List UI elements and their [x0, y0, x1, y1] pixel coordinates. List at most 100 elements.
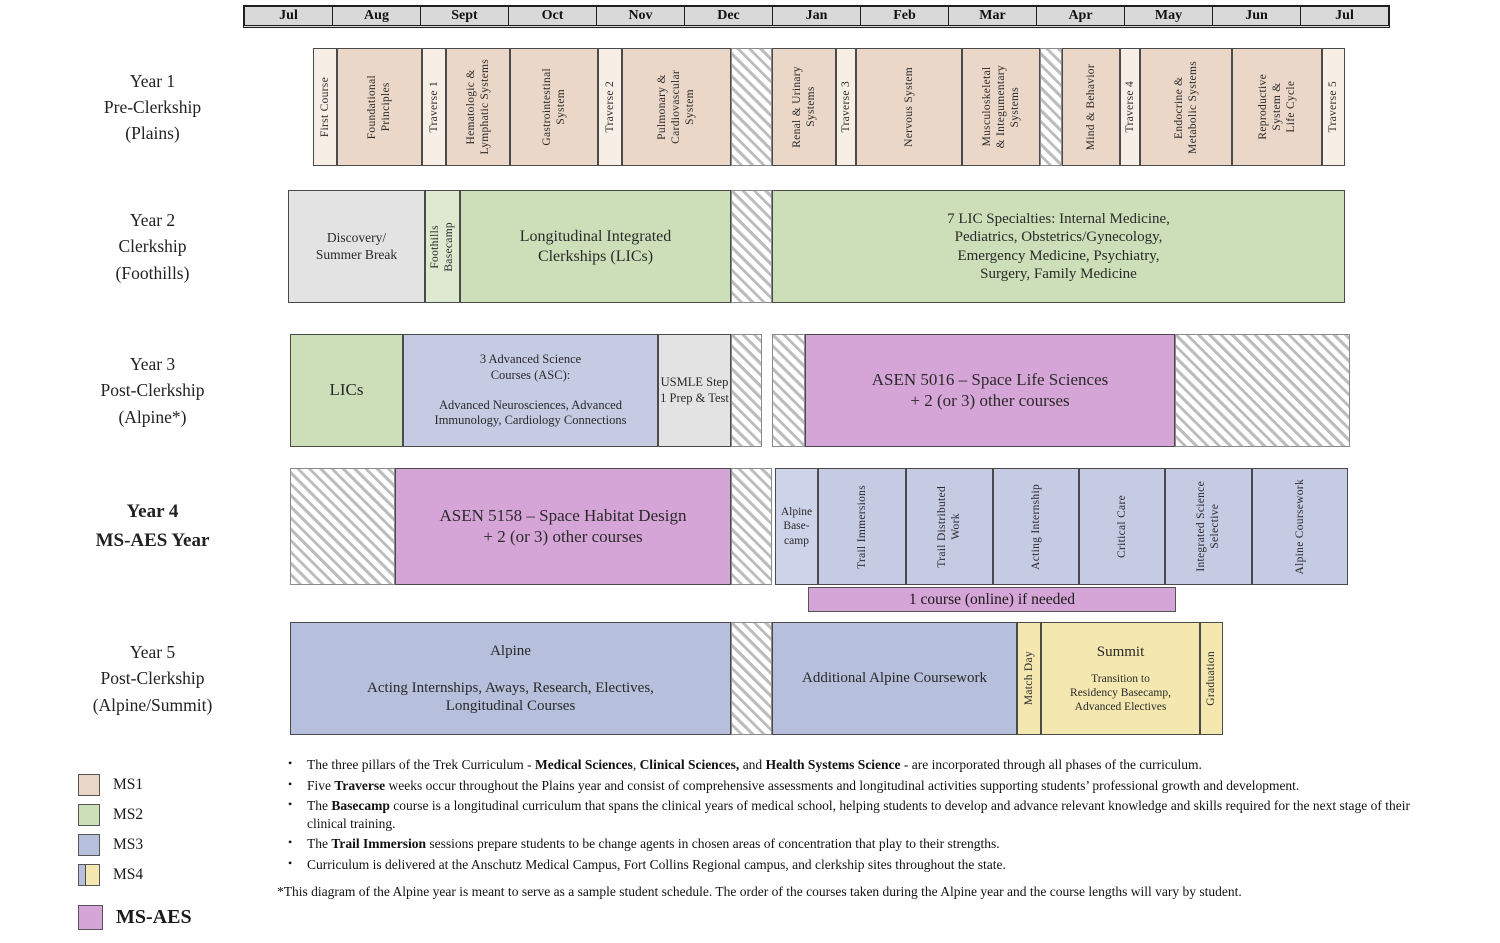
schedule-break-hatch [731, 334, 762, 447]
note-text: The [307, 798, 332, 814]
schedule-break-hatch [731, 622, 772, 735]
legend-swatch-ms3 [78, 834, 100, 856]
block-label: Traverse 2 [603, 81, 616, 133]
block-asen-5016-space-life-sciences-2-or-3-other: ASEN 5016 – Space Life Sciences + 2 (or … [805, 334, 1175, 447]
block-label: Alpine Base- camp [780, 506, 813, 547]
note-bold-term: Traverse [334, 777, 386, 793]
block-match-day: Match Day [1017, 622, 1041, 735]
note-text: sessions prepare students to be change a… [426, 836, 1000, 852]
schedule-break-hatch [731, 190, 772, 303]
block-traverse-1: Traverse 1 [422, 48, 446, 166]
block-label: Discovery/ Summer Break [315, 230, 398, 262]
month-label-sept: Sept [421, 7, 509, 25]
note-text: Five [307, 777, 335, 793]
block-label: Pulmonary & Cardiovascular System [656, 70, 697, 144]
schedule-break-hatch [772, 334, 805, 447]
row-label-line: Post-Clerkship [100, 668, 205, 689]
block-renal-urinary-systems: Renal & Urinary Systems [772, 48, 836, 166]
row-label-line: Pre-Clerkship [103, 96, 202, 117]
legend-swatch-ms1 [78, 774, 100, 796]
block-label: First Course [318, 76, 331, 138]
block-foundational-principles: Foundational Principles [337, 48, 422, 166]
block-label: Endocrine & Metabolic Systems [1172, 60, 1199, 154]
block-label: Longitudinal Integrated Clerkships (LICs… [519, 227, 672, 265]
row-label-line: (Alpine*) [118, 406, 187, 427]
block-acting-internship: Acting Internship [993, 468, 1079, 585]
note-text: Curriculum is delivered at the Anschutz … [307, 856, 1006, 872]
block-usmle-step-1-prep-test: USMLE Step 1 Prep & Test [658, 334, 731, 447]
block-label: Alpine Acting Internships, Aways, Resear… [367, 642, 654, 714]
month-label-nov: Nov [597, 7, 685, 25]
block-label: 7 LIC Specialties: Internal Medicine, Pe… [947, 210, 1170, 282]
block-7-lic-specialties-internal-medicine-pediat: 7 LIC Specialties: Internal Medicine, Pe… [772, 190, 1345, 303]
note-text: The three pillars of the Trek Curriculum… [307, 757, 535, 772]
row-label-year-3: Year 3 Post-Clerkship (Alpine*) [55, 334, 250, 447]
block-label: ASEN 5016 – Space Life Sciences + 2 (or … [871, 369, 1109, 410]
legend-swatch-ms4 [78, 864, 100, 886]
note-bold-term: Health Systems Science [765, 757, 901, 772]
row-label-year-5: Year 5 Post-Clerkship (Alpine/Summit) [55, 622, 250, 735]
footnote: *This diagram of the Alpine year is mean… [277, 884, 1242, 899]
block-graduation: Graduation [1200, 622, 1223, 735]
block-trail-immersions: Trail Immersions [818, 468, 906, 585]
row-label-line: Post-Clerkship [100, 380, 205, 401]
block-trail-distributed-work: Trail Distributed Work [906, 468, 993, 585]
block-label: Musculoskeletal & Integumentary Systems [980, 65, 1021, 149]
block-label: Graduation [1205, 651, 1218, 706]
block-alpine-coursework: Alpine Coursework [1252, 468, 1348, 585]
month-label-apr: Apr [1037, 7, 1125, 25]
month-label-aug: Aug [333, 7, 421, 25]
block-traverse-4: Traverse 4 [1120, 48, 1140, 166]
block-label: Traverse 1 [427, 81, 440, 133]
legend-swatch-ms-aes [78, 905, 103, 930]
row-label-line: Year 5 [129, 642, 176, 663]
block-traverse-5: Traverse 5 [1322, 48, 1345, 166]
legend-item-ms3: MS3 [78, 834, 143, 856]
schedule-break-hatch [290, 468, 395, 585]
row-label-line: Year 3 [129, 354, 176, 375]
row-label-line: Year 2 [129, 210, 176, 231]
block-label: Alpine Coursework [1293, 478, 1306, 575]
legend-label: MS3 [113, 836, 144, 853]
note-bold-term: Clinical Sciences, [639, 757, 740, 772]
block-label: Foundational Principles [366, 74, 393, 140]
note-item-1: The three pillars of the Trek Curriculum… [283, 756, 1413, 774]
block-discovery-summer-break: Discovery/ Summer Break [288, 190, 425, 303]
note-bold-term: Trail Immersion [331, 836, 426, 852]
block-longitudinal-integrated-clerkships-lics: Longitudinal Integrated Clerkships (LICs… [460, 190, 731, 303]
block-lics: LICs [290, 334, 403, 447]
block-label: Hematologic & Lymphatic Systems [464, 59, 491, 155]
row-label-line: Year 1 [129, 70, 176, 91]
note-text: , [632, 757, 640, 772]
block-alpine-base-camp: Alpine Base- camp [775, 468, 818, 585]
month-label-oct: Oct [509, 7, 597, 25]
schedule-break-hatch [1175, 334, 1350, 447]
block-pulmonary-cardiovascular-system: Pulmonary & Cardiovascular System [622, 48, 731, 166]
row-label-line: (Alpine/Summit) [92, 694, 213, 715]
block-label: Renal & Urinary Systems [790, 66, 817, 148]
block-traverse-2: Traverse 2 [598, 48, 622, 166]
block-label: 3 Advanced Science Courses (ASC): Advanc… [434, 352, 627, 428]
legend-item-ms-aes: MS-AES [78, 905, 192, 930]
block-alpine-acting-internships-aways-research-e: Alpine Acting Internships, Aways, Resear… [290, 622, 731, 735]
block-3-advanced-science-courses-asc-advanced-ne: 3 Advanced Science Courses (ASC): Advanc… [403, 334, 658, 447]
block-label: USMLE Step 1 Prep & Test [660, 375, 729, 405]
block-label: Gastrointestinal System [540, 68, 567, 146]
block-first-course: First Course [313, 48, 337, 166]
legend-item-ms4: MS4 [78, 864, 143, 886]
note-item-3: The Basecamp course is a longitudinal cu… [283, 797, 1413, 832]
month-label-mar: Mar [949, 7, 1037, 25]
month-label-dec: Dec [685, 7, 773, 25]
legend-item-ms2: MS2 [78, 804, 143, 826]
legend-label: MS-AES [116, 906, 192, 928]
block-foothills-basecamp: Foothills Basecamp [425, 190, 460, 303]
month-label-jun: Jun [1213, 7, 1301, 25]
note-text: - are incorporated through all phases of… [900, 757, 1202, 772]
block-label: Trail Distributed Work [936, 485, 963, 568]
block-nervous-system: Nervous System [856, 48, 962, 166]
block-label: Traverse 5 [1327, 81, 1340, 133]
